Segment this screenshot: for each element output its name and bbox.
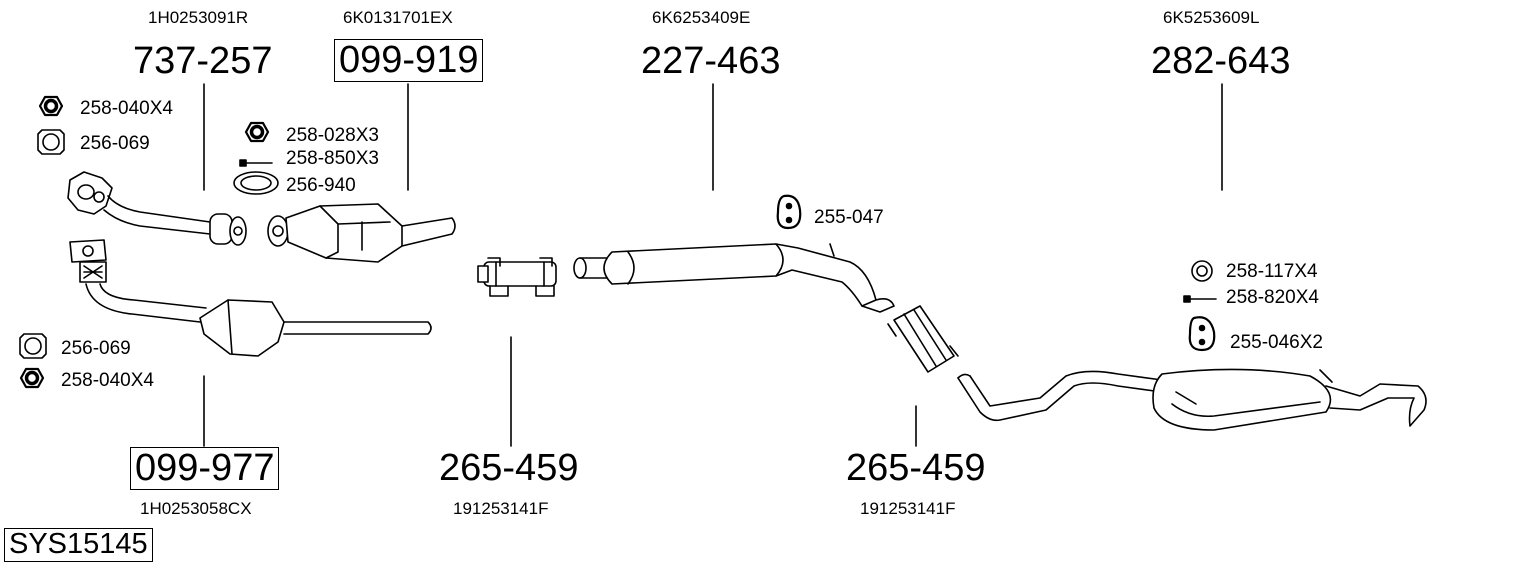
fitting-code: 258-040X4: [61, 370, 154, 391]
part-number: 099-919: [334, 39, 484, 82]
part-number: 737-257: [133, 40, 273, 82]
fitting-code: 258-040X4: [80, 98, 173, 119]
oem-number: 6K5253609L: [1163, 8, 1260, 27]
hex-nut-icon: [19, 367, 45, 389]
fitting-code: 258-850X3: [286, 148, 379, 169]
oem-number: 6K6253409E: [652, 8, 751, 27]
part-number: 265-459: [846, 447, 986, 489]
fitting-code: 256-069: [61, 338, 131, 359]
clamp-265-459-b: [887, 305, 959, 373]
fitting-code: 258-117X4: [1226, 261, 1318, 282]
ring-gasket-icon: [233, 171, 279, 195]
bolt-icon: [239, 159, 273, 167]
fitting-code: 256-069: [80, 133, 150, 154]
washer-icon: [1191, 260, 1213, 282]
system-code: SYS15145: [4, 528, 153, 562]
fitting-code: 256-940: [286, 175, 356, 196]
fitting-code: 255-047: [814, 207, 884, 228]
catalytic-converter-099-977: [69, 239, 432, 357]
front-pipe-737-257: [67, 171, 247, 246]
fitting-code: 255-046X2: [1230, 332, 1323, 353]
bolt-icon: [1183, 295, 1217, 303]
oem-number: 6K0131701EX: [343, 8, 453, 27]
rubber-hanger-icon: [1188, 316, 1216, 352]
flange-gasket-icon: [19, 333, 47, 359]
part-number: 265-459: [439, 447, 579, 489]
catalytic-converter-099-919: [267, 203, 456, 263]
hex-nut-icon: [38, 95, 64, 117]
clamp-265-459-a: [477, 257, 557, 297]
fitting-code: 258-820X4: [1226, 287, 1319, 308]
oem-number: 1H0253091R: [148, 8, 249, 27]
part-number: 227-463: [641, 40, 781, 82]
oem-number: 191253141F: [860, 499, 956, 518]
hex-nut-icon: [244, 121, 270, 143]
fitting-code: 258-028X3: [286, 125, 379, 146]
centre-silencer-227-463: [573, 243, 895, 313]
oem-number: 1H0253058CX: [140, 499, 252, 518]
part-number: 282-643: [1151, 40, 1291, 82]
oem-number: 191253141F: [453, 499, 549, 518]
part-number: 099-977: [130, 447, 280, 490]
rubber-hanger-icon: [776, 194, 802, 230]
flange-gasket-icon: [37, 129, 65, 155]
rear-silencer-282-643: [957, 368, 1427, 431]
